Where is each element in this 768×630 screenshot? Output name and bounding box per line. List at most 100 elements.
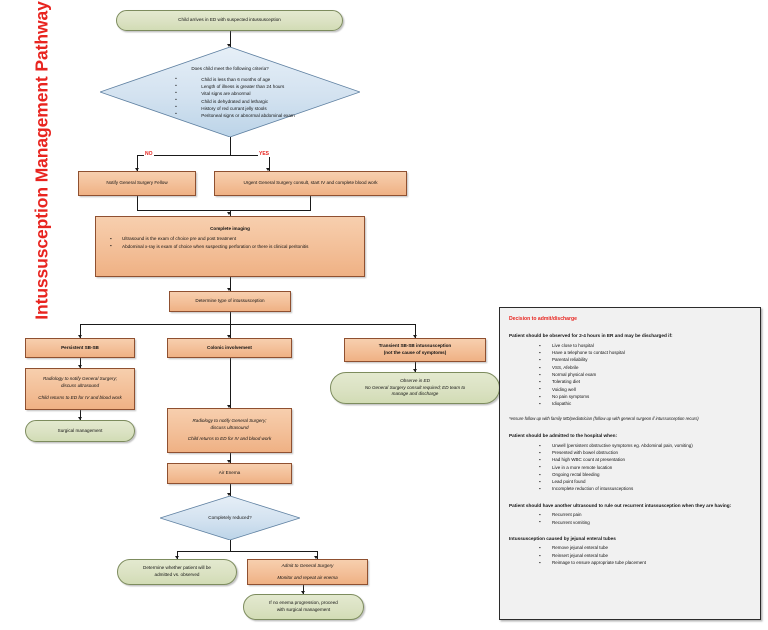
node-determine-type[interactable]: Determine type of intussusception bbox=[169, 291, 291, 312]
tube-item: Remove jejunal enteral tube bbox=[539, 544, 751, 551]
admit-item: Lead point found bbox=[539, 478, 751, 485]
observe-item: VSS, Afebrile bbox=[539, 363, 751, 371]
tube-item: Reimage to ensure appropriate tube place… bbox=[539, 559, 751, 566]
node-start[interactable]: Child arrives in ED with suspected intus… bbox=[116, 10, 343, 31]
connector-no-down bbox=[137, 155, 138, 171]
connector-reduced-down bbox=[229, 540, 231, 551]
arrowhead-reduced bbox=[227, 493, 232, 496]
connector-admit-to-progression bbox=[303, 585, 304, 594]
determine-admit-line1: Determine whether patient will be bbox=[143, 565, 211, 571]
node-air-enema[interactable]: Air Enema bbox=[167, 463, 292, 484]
node-observe-in-ed[interactable]: Observe in ED No General Surgery consult… bbox=[330, 372, 500, 404]
observe-item: Normal physical exam bbox=[539, 371, 751, 378]
arrowhead-decision bbox=[227, 44, 232, 47]
imaging-title: Complete imaging bbox=[210, 226, 250, 231]
node-surgical-management[interactable]: Surgical management bbox=[25, 420, 135, 442]
node-urgent-label: Urgent General Surgery consult, start IV… bbox=[243, 180, 378, 186]
connector-enema-to-reduced bbox=[229, 484, 231, 496]
imaging-item: Ultrasound is the exam of choice pre and… bbox=[110, 236, 364, 243]
arrowhead-air-enema bbox=[227, 460, 232, 463]
admit-item: Presented with bowel obstruction bbox=[539, 449, 751, 456]
criteria-item: Length of illness is greater than 24 hou… bbox=[175, 83, 294, 90]
connector-reduced-split-bar bbox=[177, 551, 317, 552]
connector-colonic-to-radiology bbox=[229, 358, 231, 408]
connector-notify-down bbox=[137, 196, 138, 210]
node-complete-imaging[interactable]: Complete imaging Ultrasound is the exam … bbox=[95, 216, 365, 277]
connector-transient-to-observe bbox=[415, 362, 416, 372]
node-completely-reduced[interactable]: Completely reduced? bbox=[160, 496, 300, 540]
node-transient-sb-sb[interactable]: Transient SB-SB intussusception (not the… bbox=[344, 338, 486, 362]
no-progression-line2: with surgical management bbox=[276, 607, 331, 612]
arrowhead-transient bbox=[412, 335, 417, 338]
determine-type-label: Determine type of intussusception bbox=[195, 298, 265, 304]
connector-persistent-to-radiology bbox=[80, 358, 81, 368]
node-urgent-surgery-consult[interactable]: Urgent General Surgery consult, start IV… bbox=[214, 171, 407, 196]
criteria-list: Child is less than 6 months of age Lengt… bbox=[165, 76, 294, 119]
observe-item: No pain symptoms bbox=[539, 393, 751, 400]
criteria-item: Child is less than 6 months of age bbox=[175, 76, 294, 83]
node-no-enema-progression[interactable]: If no enema progression, proceed with su… bbox=[243, 594, 364, 620]
transient-line2: (not the cause of symptoms) bbox=[383, 350, 447, 355]
radiology-mid-line3: Child returns to ED for IV and blood wor… bbox=[187, 436, 272, 442]
branch-label-yes: YES bbox=[258, 151, 271, 157]
ultrasound-criteria-list: Recurrent pain Recurrent vomiting bbox=[509, 511, 751, 526]
panel-title: Decision to admit/discharge bbox=[509, 316, 577, 322]
observe-item: Voiding well bbox=[539, 385, 751, 393]
imaging-list: Ultrasound is the exam of choice pre and… bbox=[96, 236, 364, 252]
connector-admit-branch-down bbox=[316, 551, 318, 559]
observe-line3: manage and discharge bbox=[391, 391, 439, 397]
node-colonic-involvement[interactable]: Colonic involvement bbox=[167, 338, 292, 358]
reduced-text: Completely reduced? bbox=[160, 496, 300, 540]
radiology-left-line1: Radiology to notify General Surgery; bbox=[42, 376, 118, 382]
decision-to-admit-discharge-panel: Decision to admit/discharge Patient shou… bbox=[499, 307, 761, 620]
arrowhead-imaging bbox=[227, 212, 232, 215]
node-radiology-notify-left[interactable]: Radiology to notify General Surgery; dis… bbox=[25, 368, 135, 410]
observe-section-heading: Patient should be observed for 2-4 hours… bbox=[509, 333, 673, 339]
radiology-mid-line1: Radiology to notify General Surgery; bbox=[192, 417, 267, 423]
colonic-label: Colonic involvement bbox=[207, 344, 252, 350]
radiology-left-line3: Child returns to ED for IV and blood wor… bbox=[38, 394, 122, 400]
observe-line2: No General Surgery consult required; ED … bbox=[364, 384, 466, 390]
connector-radiology-to-surgical bbox=[80, 410, 81, 420]
criteria-item: Peritoneal signs or abnormal abdominal e… bbox=[175, 111, 294, 119]
node-determine-admit-vs-observe[interactable]: Determine whether patient will be admitt… bbox=[117, 559, 237, 585]
arrowhead-persistent bbox=[77, 335, 82, 338]
admit-item: Ongoing rectal bleeding bbox=[539, 471, 751, 478]
observe-criteria-list: Live close to hospital Have a telephone … bbox=[509, 342, 751, 408]
page-title: Intussusception Management Pathway bbox=[31, 1, 52, 320]
observe-item: Idiopathic bbox=[539, 400, 751, 407]
connector-yes-down bbox=[268, 155, 270, 171]
node-criteria-decision[interactable]: Does child meet the following criteria? … bbox=[100, 47, 360, 137]
jejunal-tube-list: Remove jejunal enteral tube Reinsert jej… bbox=[509, 544, 751, 566]
admit-surgery-line2: Monitor and repeat air enema bbox=[277, 574, 338, 580]
connector-decision-down bbox=[229, 137, 231, 155]
imaging-item: Abdominal x-ray is exam of choice when s… bbox=[110, 243, 364, 251]
transient-line1: Transient SB-SB intussusception bbox=[378, 343, 452, 349]
arrowhead-no-progression bbox=[300, 591, 305, 594]
observe-line1: Observe in ED bbox=[400, 377, 430, 383]
arrowhead-surgical bbox=[77, 417, 82, 420]
node-persistent-sb-sb[interactable]: Persistent SB-SB bbox=[25, 338, 135, 358]
arrowhead-determine-admit bbox=[174, 556, 179, 559]
admit-section-heading: Patient should be admitted to the hospit… bbox=[509, 433, 618, 439]
ultrasound-item: Recurrent vomiting bbox=[539, 518, 751, 526]
arrowhead-radiology-left bbox=[77, 365, 82, 368]
observe-item: Live close to hospital bbox=[539, 342, 751, 349]
node-admit-to-general-surgery[interactable]: Admit to General Surgery Monitor and rep… bbox=[247, 559, 368, 585]
criteria-item: Child is dehydrated and lethargic bbox=[175, 97, 294, 105]
ultrasound-item: Recurrent pain bbox=[539, 511, 751, 518]
connector-radiology-to-enema bbox=[229, 453, 231, 463]
arrowhead-radiology-mid bbox=[227, 405, 232, 408]
connector-split-bar bbox=[137, 155, 269, 156]
persistent-label: Persistent SB-SB bbox=[61, 344, 99, 350]
arrowhead-colonic bbox=[227, 335, 232, 338]
node-start-label: Child arrives in ED with suspected intus… bbox=[178, 17, 281, 23]
admit-surgery-line1: Admit to General Surgery bbox=[281, 562, 334, 568]
arrowhead-determine bbox=[227, 288, 232, 291]
node-radiology-notify-mid[interactable]: Radiology to notify General Surgery; dis… bbox=[167, 408, 292, 453]
connector-start-to-decision bbox=[229, 31, 231, 47]
node-notify-general-surgery-fellow[interactable]: Notify General Surgery Fellow bbox=[78, 171, 196, 196]
connector-merge-bar bbox=[137, 210, 311, 211]
radiology-left-line2: discuss ultrasound bbox=[60, 383, 100, 389]
connector-three-branch-bar bbox=[80, 324, 415, 325]
